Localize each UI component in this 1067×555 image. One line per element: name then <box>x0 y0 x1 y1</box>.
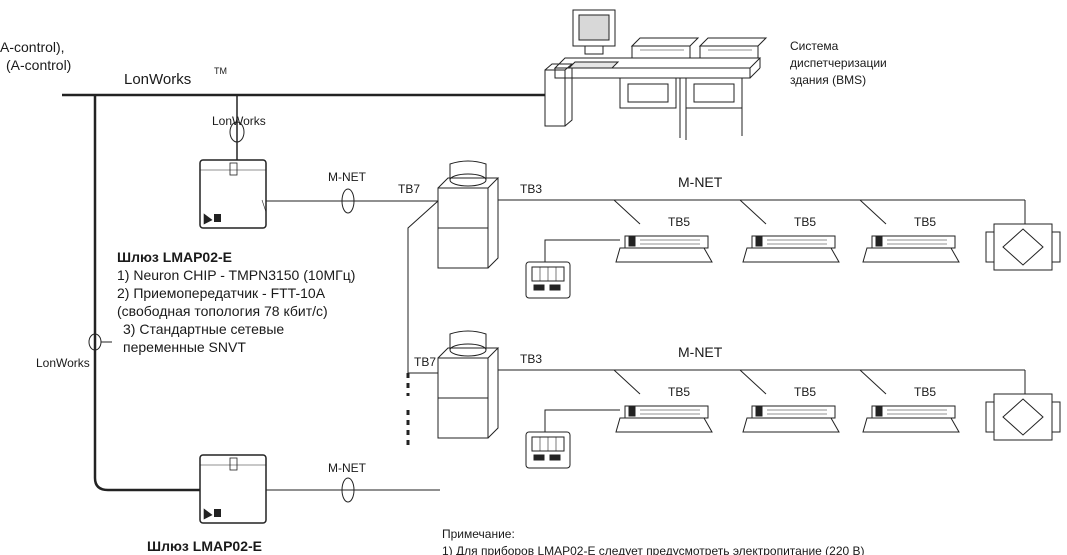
tb5-label-2-1: TB5 <box>668 385 690 399</box>
outdoor-unit-2 <box>437 330 500 439</box>
indoor-unit-1-2 <box>742 235 840 263</box>
indoor-unit-2-2 <box>742 405 840 433</box>
mnet-gw1-label: M-NET <box>328 170 367 184</box>
gateway-2-device <box>199 454 267 524</box>
indoor-unit-2-3 <box>862 405 960 433</box>
note-line-1: 1) Для приборов LMAP02-E следует предусм… <box>442 544 865 555</box>
tb7-label-2: TB7 <box>414 355 436 369</box>
gateway-1-spec-2: 2) Приемопередатчик - FTT-10A <box>117 285 326 301</box>
mnet-row1-label: M-NET <box>678 174 723 190</box>
gateway-1-spec-3: (свободная топология 78 кбит/с) <box>117 303 328 319</box>
top-left-line-1: A-control), <box>0 39 65 55</box>
mnet-gw2-label: M-NET <box>328 461 367 475</box>
top-left-line-2: (A-control) <box>6 57 71 73</box>
bms-label-2: диспетчеризации <box>790 56 887 70</box>
bms-label-1: Система <box>790 39 839 53</box>
remote-controller-1 <box>525 261 571 299</box>
remote-controller-2 <box>525 431 571 469</box>
gateway-1-description: Шлюз LMAP02-E 1) Neuron CHIP - TMPN3150 … <box>117 248 355 356</box>
tb3-label-2: TB3 <box>520 352 542 366</box>
indoor-unit-2-1 <box>615 405 713 433</box>
gateway-1-spec-1: 1) Neuron CHIP - TMPN3150 (10МГц) <box>117 267 356 283</box>
indoor-unit-1-3 <box>862 235 960 263</box>
bms-label-3: здания (BMS) <box>790 73 866 87</box>
lonworks-drop-label: LonWorks <box>212 114 266 128</box>
note-title: Примечание: <box>442 527 515 541</box>
indoor-unit-1-1 <box>615 235 713 263</box>
gateway-1-spec-5: переменные SNVT <box>123 339 246 355</box>
tb5-label-2-3: TB5 <box>914 385 936 399</box>
tb5-label-2-2: TB5 <box>794 385 816 399</box>
lonworks-coil <box>229 121 245 143</box>
gateway-1-device <box>199 159 267 229</box>
ventilation-unit-2 <box>985 393 1061 441</box>
gateway-1-spec-4: 3) Стандартные сетевые <box>123 321 285 337</box>
bms-workstation <box>544 9 768 140</box>
tb5-label-1-2: TB5 <box>794 215 816 229</box>
lonworks-tm: TM <box>214 66 227 76</box>
gateway-1-title: Шлюз LMAP02-E <box>117 249 233 265</box>
lonworks-side-label: LonWorks <box>36 356 90 370</box>
lonworks-bus-label: LonWorks <box>124 71 191 88</box>
outdoor-unit-1 <box>437 160 500 269</box>
tb5-label-1-3: TB5 <box>914 215 936 229</box>
lonworks-backbone-bend <box>93 477 200 492</box>
ventilation-unit-1 <box>985 223 1061 271</box>
tb5-label-1-1: TB5 <box>668 215 690 229</box>
mnet-row2-label: M-NET <box>678 344 723 360</box>
tb3-label-1: TB3 <box>520 182 542 196</box>
gateway-2-title: Шлюз LMAP02-E <box>147 538 263 554</box>
tb7-label-1: TB7 <box>398 182 420 196</box>
